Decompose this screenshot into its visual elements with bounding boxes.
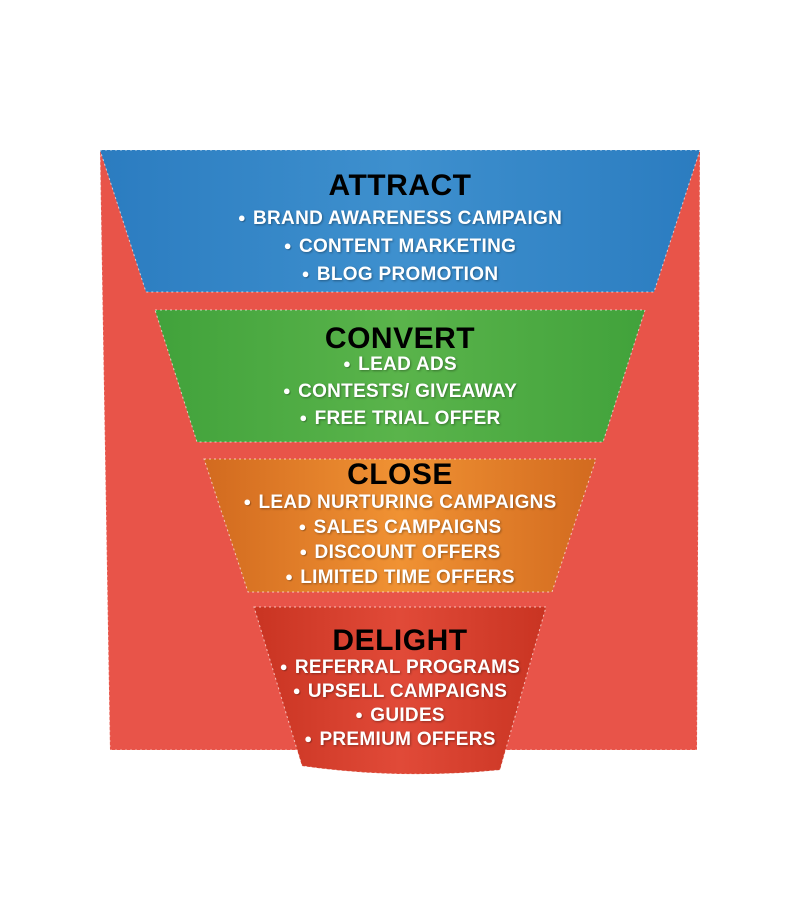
stage-shape-attract xyxy=(99,149,701,293)
stage-shape-convert xyxy=(154,309,646,443)
stage-shape-close xyxy=(203,458,597,593)
stage-shape-delight xyxy=(253,606,547,775)
